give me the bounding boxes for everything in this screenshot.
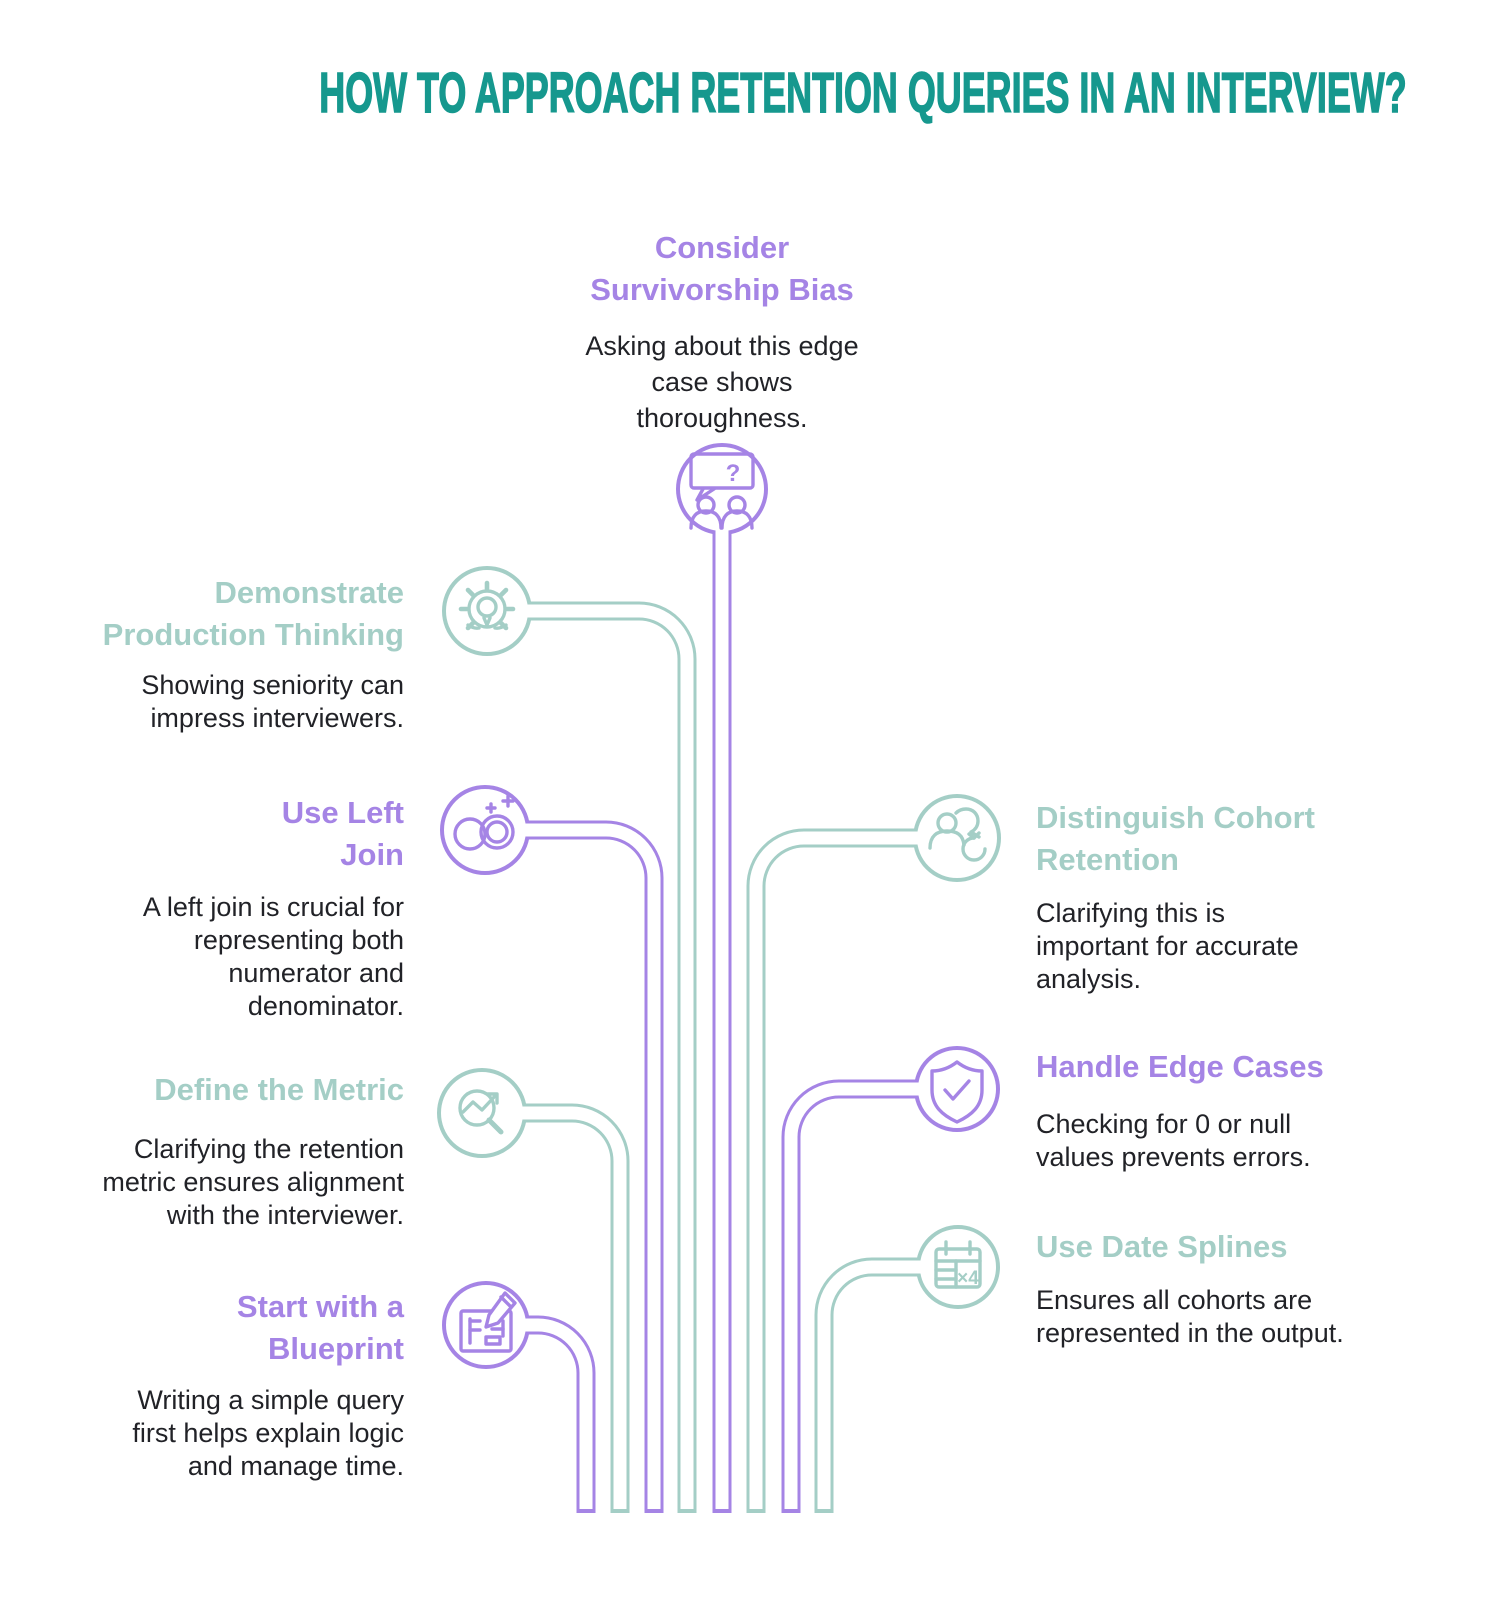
connector-lines-inner (482, 489, 958, 1509)
calendar-x4-icon: ×4 (934, 1240, 982, 1289)
blueprint-pencil-icon (459, 1291, 517, 1353)
item-distinguish-cohort-retention-heading: Distinguish Cohort Retention (1036, 800, 1315, 877)
join-circles-icon (453, 794, 515, 851)
shield-check-icon (930, 1060, 984, 1124)
cohort-refresh-icon (928, 807, 987, 862)
item-distinguish-cohort-retention-description: Clarifying this is important for accurat… (1036, 898, 1299, 994)
question-mark-glyph: ? (726, 460, 741, 487)
item-consider-survivorship-bias-heading: Consider Survivorship Bias (590, 230, 854, 307)
item-use-left-join-description: A left join is crucial for representing … (142, 892, 404, 1021)
item-use-date-splines-heading: Use Date Splines (1036, 1229, 1288, 1264)
date-multiplier-glyph: ×4 (957, 1268, 979, 1289)
page-title: HOW TO APPROACH RETENTION QUERIES IN AN … (0, 61, 1444, 125)
item-consider-survivorship-bias-description: Asking about this edge case shows thorou… (585, 331, 859, 433)
people-question-icon: ? (689, 452, 755, 530)
item-demonstrate-production-thinking-heading: Demonstrate Production Thinking (102, 575, 404, 652)
page-title-text: HOW TO APPROACH RETENTION QUERIES IN AN … (319, 61, 1407, 125)
item-handle-edge-cases-heading: Handle Edge Cases (1036, 1049, 1324, 1084)
item-demonstrate-production-thinking-description: Showing seniority can impress interviewe… (141, 670, 404, 733)
connector-line-date-splines (814, 1257, 958, 1513)
item-start-with-a-blueprint-description: Writing a simple query first helps expla… (132, 1385, 404, 1481)
item-define-the-metric-heading: Define the Metric (154, 1072, 404, 1107)
item-handle-edge-cases-description: Checking for 0 or null values prevents e… (1036, 1109, 1311, 1172)
item-start-with-a-blueprint-heading: Start with a Blueprint (236, 1289, 404, 1366)
gear-lightbulb-icon (458, 580, 516, 631)
item-use-date-splines-description: Ensures all cohorts are represented in t… (1036, 1285, 1344, 1348)
metric-magnifier-icon (458, 1089, 504, 1135)
item-use-left-join-heading: Use Left Join (281, 795, 404, 872)
item-define-the-metric-description: Clarifying the retention metric ensures … (102, 1134, 404, 1230)
